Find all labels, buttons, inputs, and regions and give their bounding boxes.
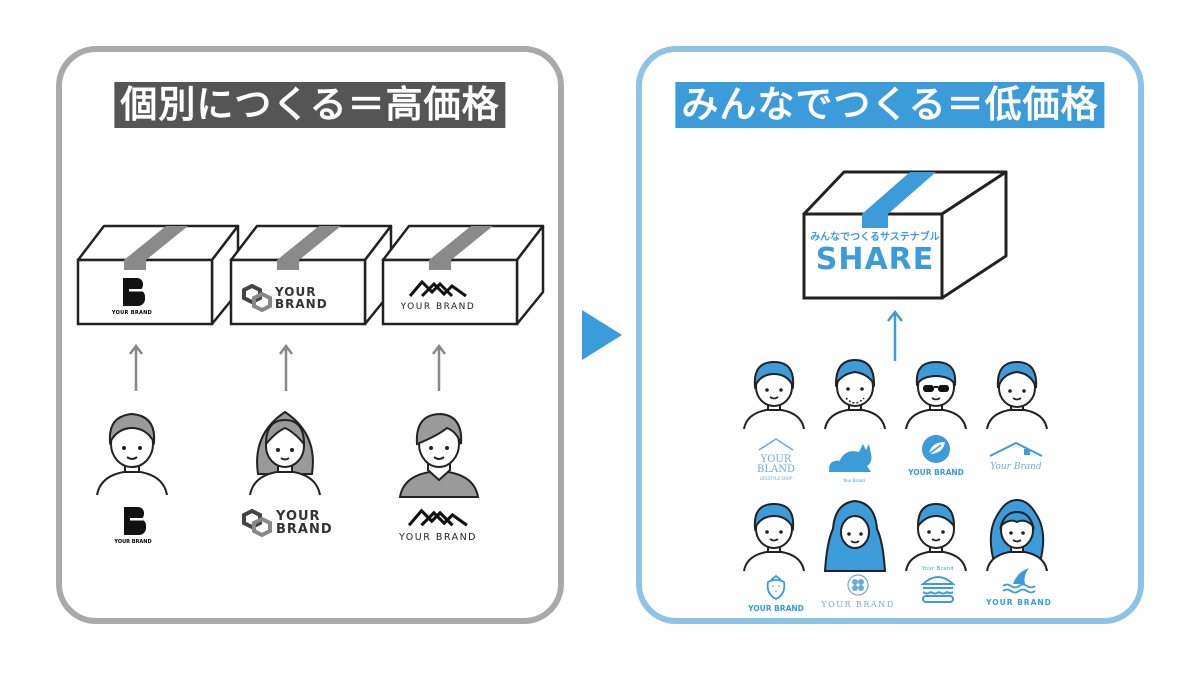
leaf-logo-label: YOUR BRAND bbox=[908, 468, 964, 477]
burger-logo: Your Brand bbox=[906, 566, 970, 608]
shared-panel: みんなでつくる＝低価格 bbox=[636, 46, 1144, 624]
arrow-up-icon bbox=[129, 344, 143, 391]
b-logo: YOUR BRAND bbox=[113, 507, 157, 545]
share-box bbox=[802, 170, 1008, 300]
house-logo-line1: YOUR bbox=[760, 454, 792, 465]
mountain-logo-on-box: YOUR BRAND bbox=[390, 278, 486, 312]
house-logo-sub: LIFESTYLE SHOP bbox=[759, 476, 793, 481]
box-brand-a bbox=[76, 224, 240, 326]
share-box-caption: みんなでつくるサステナブル bbox=[810, 232, 940, 243]
hex-logo-line1: YOUR bbox=[276, 509, 321, 524]
person-blue-boy2-icon bbox=[743, 502, 805, 572]
person-man-icon bbox=[398, 412, 480, 498]
clover-logo-label: YOUR BRAND bbox=[821, 600, 895, 609]
person-blue-sunglasses-icon bbox=[905, 360, 967, 430]
leaf-logo: YOUR BRAND bbox=[898, 434, 974, 477]
hex-logo-line2: BRAND bbox=[275, 297, 328, 311]
b-logo-on-box: YOUR BRAND bbox=[112, 278, 154, 316]
box-brand-b bbox=[229, 224, 393, 326]
mountain-logo: YOUR BRAND bbox=[388, 506, 488, 543]
shark-logo: YOUR BRAND bbox=[982, 566, 1056, 607]
strawberry-icon bbox=[766, 574, 786, 601]
b-mark-icon bbox=[124, 507, 146, 535]
hex-logo-line1: YOUR bbox=[275, 285, 317, 299]
individual-title: 個別につくる＝高価格 bbox=[114, 82, 506, 128]
hexagon-chain-icon bbox=[242, 283, 272, 313]
cat-icon bbox=[829, 444, 872, 472]
leaf-circle-icon bbox=[922, 435, 950, 463]
roof-logo: Your Brand bbox=[978, 440, 1054, 472]
hexagon-chain-icon bbox=[242, 508, 272, 538]
burger-icon bbox=[920, 576, 956, 603]
house-logo: YOUR BLAND LIFESTYLE SHOP bbox=[746, 436, 806, 481]
cat-logo-label: Your Brand bbox=[843, 478, 865, 483]
arrow-up-icon bbox=[279, 344, 293, 391]
person-blue-hijab-icon bbox=[823, 499, 887, 572]
person-blue-boy3-icon bbox=[905, 502, 967, 572]
mountain-logo-label: YOUR BRAND bbox=[400, 302, 476, 312]
person-blue-woman-icon bbox=[986, 360, 1048, 430]
house-roof-icon bbox=[758, 438, 794, 451]
person-blue-bearded-icon bbox=[824, 358, 886, 430]
arrow-up-icon bbox=[432, 344, 446, 391]
roof-logo-label: Your Brand bbox=[990, 462, 1042, 472]
strawberry-logo-label: YOUR BRAND bbox=[748, 604, 804, 613]
hex-logo-on-box: YOUR BRAND bbox=[242, 283, 328, 313]
mountain-mark-icon bbox=[407, 508, 468, 527]
share-box-label: SHARE bbox=[815, 242, 935, 277]
arrow-up-blue-icon bbox=[887, 310, 903, 361]
strawberry-logo: YOUR BRAND bbox=[744, 574, 808, 613]
clover-icon bbox=[847, 574, 869, 596]
mountain-logo-label: YOUR BRAND bbox=[399, 532, 477, 543]
person-boy-icon bbox=[96, 412, 168, 496]
burger-logo-label: Your Brand bbox=[921, 566, 955, 572]
shared-title: みんなでつくる＝低価格 bbox=[675, 82, 1105, 128]
cat-logo: Your Brand bbox=[822, 438, 886, 483]
hex-logo: YOUR BRAND bbox=[242, 508, 333, 538]
clover-logo: YOUR BRAND bbox=[816, 574, 900, 609]
person-blue-boy-icon bbox=[743, 360, 805, 430]
house-logo-line2: BLAND bbox=[757, 464, 795, 475]
mountain-mark-icon bbox=[408, 279, 467, 298]
person-blue-longhair-icon bbox=[986, 498, 1048, 572]
play-arrow-icon bbox=[582, 310, 622, 360]
b-logo-label: YOUR BRAND bbox=[114, 539, 152, 545]
b-mark-icon bbox=[123, 278, 145, 306]
person-girl-icon bbox=[249, 410, 321, 496]
shark-fin-icon bbox=[1002, 568, 1036, 594]
hex-logo-line2: BRAND bbox=[276, 522, 333, 537]
house-icon bbox=[989, 441, 1043, 457]
shark-logo-label: YOUR BRAND bbox=[986, 598, 1052, 607]
b-logo-label: YOUR BRAND bbox=[111, 310, 153, 316]
